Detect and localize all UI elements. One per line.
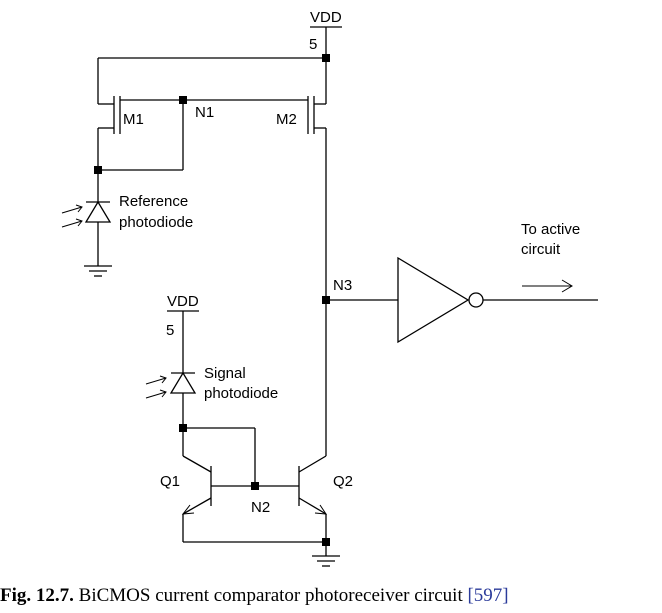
m2-label: M2 [276,111,297,128]
n2-label: N2 [251,499,270,516]
vdd-top-value: 5 [309,36,317,53]
n3-label: N3 [333,277,352,294]
bjt-q2: Q2 [298,455,353,542]
node-n2 [251,482,259,490]
output-label-1: To active [521,221,580,238]
reference-photodiode: Reference photodiode [61,170,193,266]
m1-label: M1 [123,111,144,128]
q1-label: Q1 [160,473,180,490]
vdd-bottom-supply: VDD 5 [166,293,199,373]
circuit-schematic: VDD 5 M1 M2 N1 [61,9,598,567]
sig-photodiode-label-1: Signal [204,365,246,382]
ground-symbol-left [84,265,112,277]
vdd-top-label: VDD [310,9,342,26]
figure-caption: Fig. 12.7. BiCMOS current comparator pho… [0,585,662,607]
caption-text: BiCMOS current comparator photoreceiver … [78,585,463,606]
ref-photodiode-label-2: photodiode [119,214,193,231]
output-label-2: circuit [521,241,561,258]
q2-label: Q2 [333,473,353,490]
caption-reference[interactable]: [597] [467,585,509,606]
sig-photodiode-label-2: photodiode [204,385,278,402]
ground-symbol-bottom [312,542,340,567]
pmos-m2: M2 [276,58,327,300]
figure-number: Fig. 12.7. [0,585,74,606]
inverter [397,256,598,344]
vdd-bottom-label: VDD [167,293,199,310]
bjt-q1: Q1 [160,455,299,542]
vdd-bottom-value: 5 [166,322,174,339]
n1-label: N1 [195,104,214,121]
vdd-top-supply: VDD 5 [309,9,342,58]
signal-photodiode: Signal photodiode [145,365,278,456]
ref-photodiode-label-1: Reference [119,193,188,210]
pmos-m1: M1 [97,58,144,170]
output-arrow [522,279,573,293]
